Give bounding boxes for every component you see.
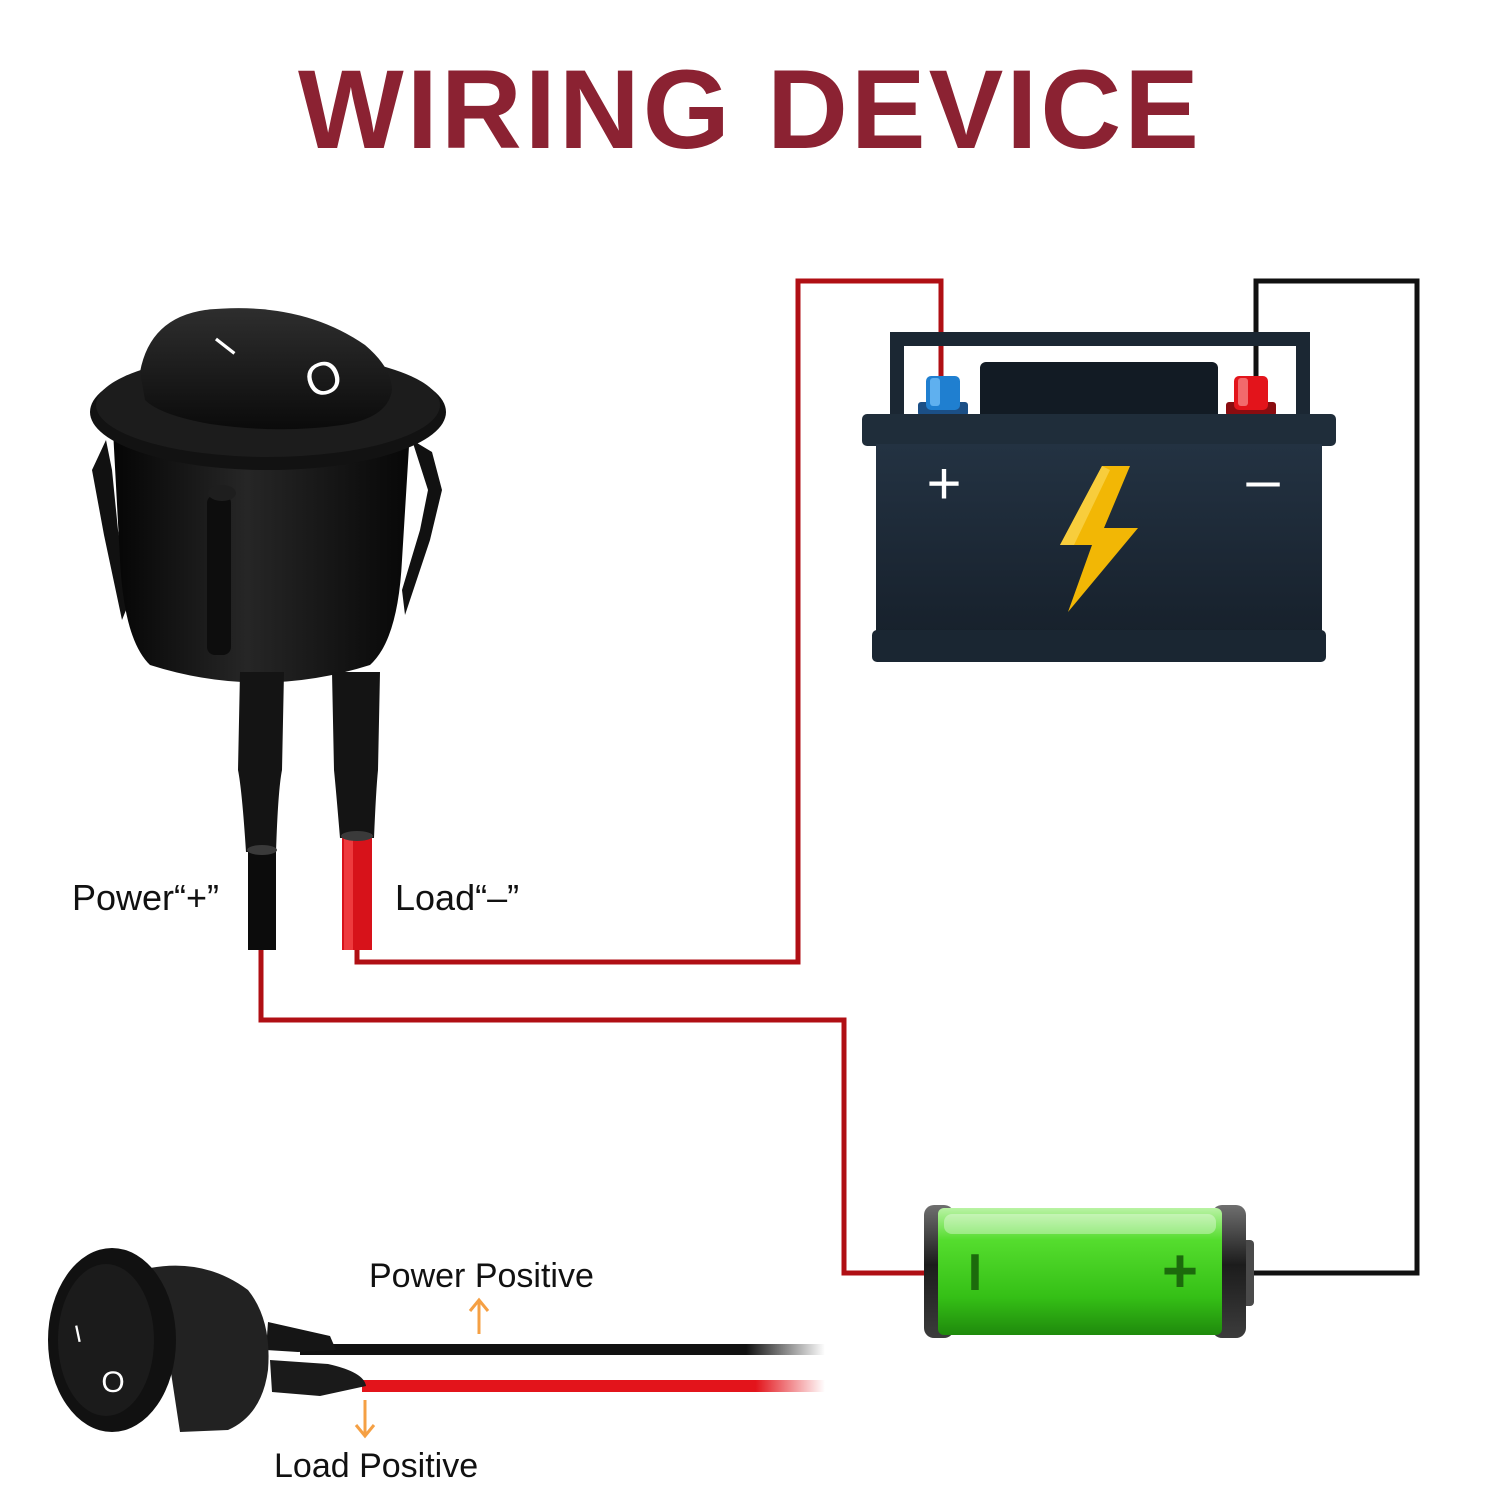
load-positive-label: Load Positive bbox=[274, 1447, 478, 1485]
small-switch-off-symbol: O bbox=[101, 1366, 124, 1399]
power-positive-label: Power Positive bbox=[369, 1257, 594, 1295]
wires bbox=[258, 278, 1420, 1276]
car-battery: + – bbox=[862, 332, 1336, 662]
small-switch-body bbox=[150, 1265, 269, 1432]
rocker-button[interactable] bbox=[140, 308, 392, 430]
battery-top-block bbox=[980, 362, 1218, 420]
switch-cable-assembly: I O bbox=[48, 1248, 825, 1432]
power-terminal-label: Power“+” bbox=[72, 877, 219, 918]
battery-handle bbox=[890, 332, 1310, 420]
rocker-switch: I O bbox=[90, 308, 446, 950]
load-positive-cable bbox=[362, 1380, 825, 1392]
switch-groove bbox=[207, 495, 231, 655]
page-title: WIRING DEVICE bbox=[298, 47, 1202, 172]
switch-clip-left bbox=[92, 440, 130, 620]
power-positive-cable bbox=[300, 1344, 825, 1355]
load-terminal-lead bbox=[332, 672, 380, 838]
switch-clip-right bbox=[402, 440, 442, 615]
load-cell: I + bbox=[924, 1205, 1254, 1338]
arrow-up-icon bbox=[468, 1297, 490, 1334]
load-cell-negative-symbol: I bbox=[968, 1244, 982, 1302]
switch-body bbox=[113, 430, 410, 683]
load-terminal-label: Load“–” bbox=[395, 877, 519, 918]
load-cell-body bbox=[938, 1208, 1222, 1335]
battery-lid bbox=[862, 414, 1336, 446]
power-terminal-wire bbox=[248, 848, 276, 950]
battery-base bbox=[872, 630, 1326, 662]
lightning-bolt-icon bbox=[1060, 466, 1138, 612]
arrow-down-icon bbox=[354, 1400, 376, 1439]
load-cell-positive-symbol: + bbox=[1162, 1237, 1198, 1306]
battery-positive-symbol: + bbox=[926, 450, 961, 517]
ground-wire bbox=[1250, 278, 1420, 1276]
power-wire bbox=[258, 950, 930, 1276]
battery-negative-symbol: – bbox=[1246, 446, 1280, 513]
load-wire bbox=[354, 278, 944, 965]
power-terminal-lead bbox=[238, 672, 284, 852]
